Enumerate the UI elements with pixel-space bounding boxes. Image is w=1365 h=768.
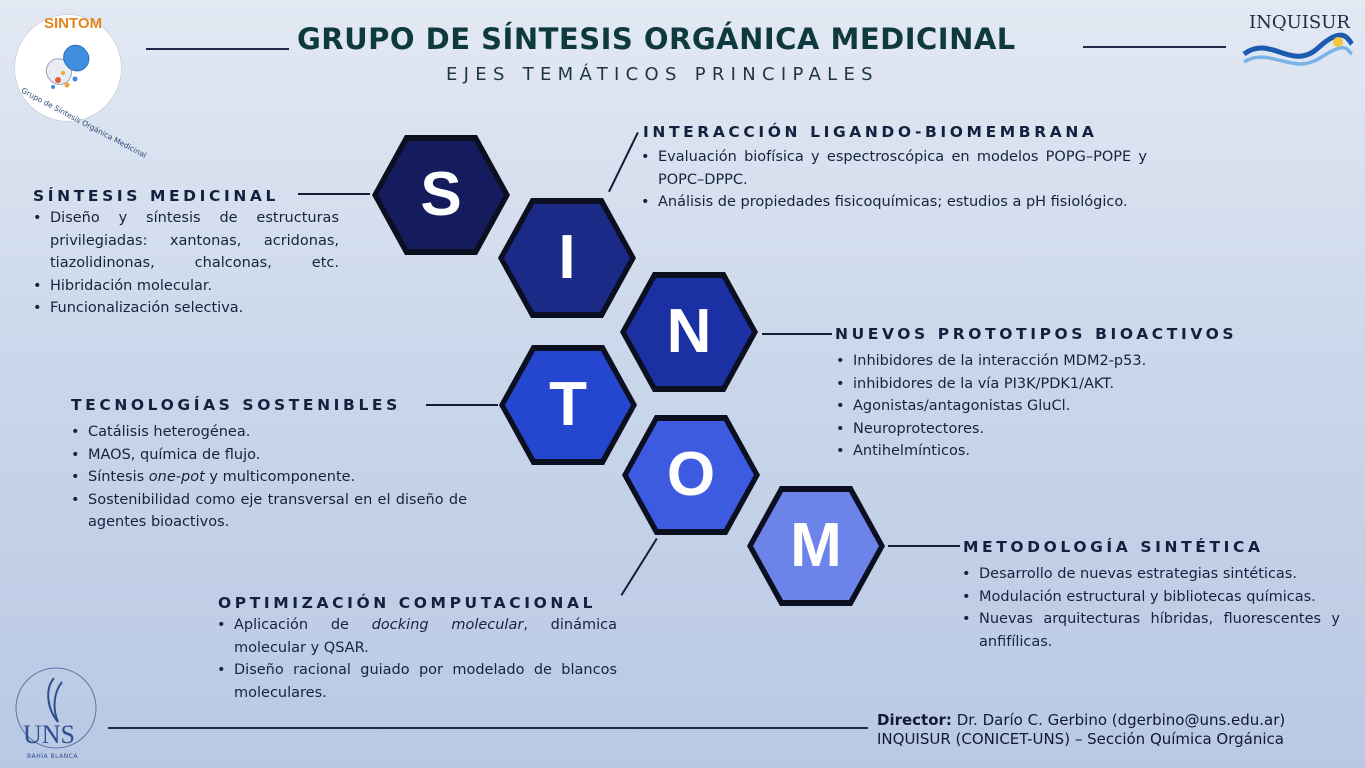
section-list-sintesis: Diseño y síntesis de estructuras privile…	[33, 207, 339, 320]
title-rule-right	[1083, 46, 1226, 48]
section-list-optimizacion: Aplicación de docking molecular, dinámic…	[217, 614, 617, 704]
hexagon-s: S	[367, 130, 515, 260]
list-item: Neuroprotectores.	[836, 418, 1256, 441]
list-item: Hibridación molecular.	[33, 275, 339, 298]
connector-optimizacion	[620, 538, 658, 596]
hexagon-letter: M	[790, 511, 842, 580]
section-title-interaccion: INTERACCIÓN LIGANDO-BIOMEMBRANA	[643, 123, 1098, 141]
list-item: Sostenibilidad como eje transversal en e…	[71, 489, 467, 534]
list-item: Diseño y síntesis de estructuras privile…	[33, 207, 339, 275]
section-list-interaccion: Evaluación biofísica y espectroscópica e…	[641, 146, 1147, 214]
hexagon-letter: N	[666, 297, 712, 366]
list-item: Diseño racional guiado por modelado de b…	[217, 659, 617, 704]
list-item: Modulación estructural y bibliotecas quí…	[962, 586, 1340, 609]
list-item: Antihelmínticos.	[836, 440, 1256, 463]
footer-director: Director: Dr. Darío C. Gerbino (dgerbino…	[877, 711, 1285, 729]
connector-tecnologias	[426, 404, 498, 406]
page-subtitle: EJES TEMÁTICOS PRINCIPALES	[446, 64, 879, 85]
hexagon-shape	[372, 135, 510, 255]
hexagon-n: N	[615, 267, 763, 397]
list-item: Funcionalización selectiva.	[33, 297, 339, 320]
connector-interaccion	[608, 132, 639, 193]
section-title-optimizacion: OPTIMIZACIÓN COMPUTACIONAL	[218, 594, 597, 612]
list-item-text: Aplicación de	[234, 617, 372, 633]
list-item: Nuevas arquitecturas híbridas, fluoresce…	[962, 608, 1340, 653]
hexagon-letter: I	[558, 223, 576, 292]
list-item: Evaluación biofísica y espectroscópica e…	[641, 146, 1147, 191]
inquisur-logo-wave	[1242, 32, 1354, 66]
hexagon-letter: O	[666, 440, 716, 509]
list-item: Desarrollo de nuevas estrategias sintéti…	[962, 563, 1340, 586]
title-rule-left	[146, 48, 289, 50]
inquisur-logo-name: INQUISUR	[1249, 12, 1350, 33]
section-title-prototipos: NUEVOS PROTOTIPOS BIOACTIVOS	[835, 325, 1238, 343]
hexagon-shape	[622, 415, 760, 535]
list-item: Catálisis heterogénea.	[71, 421, 467, 444]
list-item: Análisis de propiedades fisicoquímicas; …	[641, 191, 1147, 214]
list-item: inhibidores de la vía PI3K/PDK1/AKT.	[836, 373, 1256, 396]
footer-rule	[108, 727, 868, 729]
connector-metodologia	[888, 545, 960, 547]
hexagon-shape	[620, 272, 758, 392]
sintom-logo-name: SINTOM	[44, 15, 103, 32]
list-item-emphasis: one-pot	[148, 469, 205, 485]
section-list-prototipos: Inhibidores de la interacción MDM2-p53. …	[836, 350, 1256, 463]
hexagon-letter: T	[549, 370, 587, 439]
list-item-text: Síntesis	[88, 469, 149, 485]
section-title-metodologia: METODOLOGÍA SINTÉTICA	[963, 538, 1264, 556]
list-item-text: y multicomponente.	[204, 469, 356, 485]
hexagon-letter: S	[420, 160, 462, 229]
footer-affiliation: INQUISUR (CONICET-UNS) – Sección Química…	[877, 730, 1284, 748]
list-item-text: , dinámica molecular y QSAR.	[234, 617, 617, 656]
hexagon-m: M	[742, 481, 890, 611]
section-list-metodologia: Desarrollo de nuevas estrategias sintéti…	[962, 563, 1340, 653]
section-title-tecnologias: TECNOLOGÍAS SOSTENIBLES	[71, 396, 401, 414]
uns-logo-name: UNS	[23, 720, 76, 749]
hexagon-shape	[747, 486, 885, 606]
section-list-tecnologias: Catálisis heterogénea. MAOS, química de …	[71, 421, 467, 534]
section-title-sintesis: SÍNTESIS MEDICINAL	[33, 187, 279, 205]
uns-logo-city: BAHÍA BLANCA	[27, 753, 78, 760]
hexagon-t: T	[494, 340, 642, 470]
footer-director-value: Dr. Darío C. Gerbino (dgerbino@uns.edu.a…	[951, 711, 1286, 729]
list-item: Aplicación de docking molecular, dinámic…	[217, 614, 617, 659]
connector-prototipos	[762, 333, 832, 335]
list-item: Síntesis one-pot y multicomponente.	[71, 466, 467, 489]
hexagon-shape	[499, 345, 637, 465]
sintom-logo-art	[45, 44, 90, 89]
list-item: MAOS, química de flujo.	[71, 444, 467, 467]
list-item: Inhibidores de la interacción MDM2-p53.	[836, 350, 1256, 373]
page-title: GRUPO DE SÍNTESIS ORGÁNICA MEDICINAL	[297, 22, 1016, 56]
sintom-logo	[14, 14, 122, 122]
hexagon-shape	[498, 198, 636, 318]
footer-director-label: Director:	[877, 711, 952, 729]
hexagon-o: O	[617, 410, 765, 540]
list-item: Agonistas/antagonistas GluCl.	[836, 395, 1256, 418]
uns-logo-art	[15, 667, 97, 749]
hexagon-i: I	[493, 193, 641, 323]
connector-sintesis	[298, 193, 370, 195]
list-item-emphasis: docking molecular	[371, 617, 524, 633]
